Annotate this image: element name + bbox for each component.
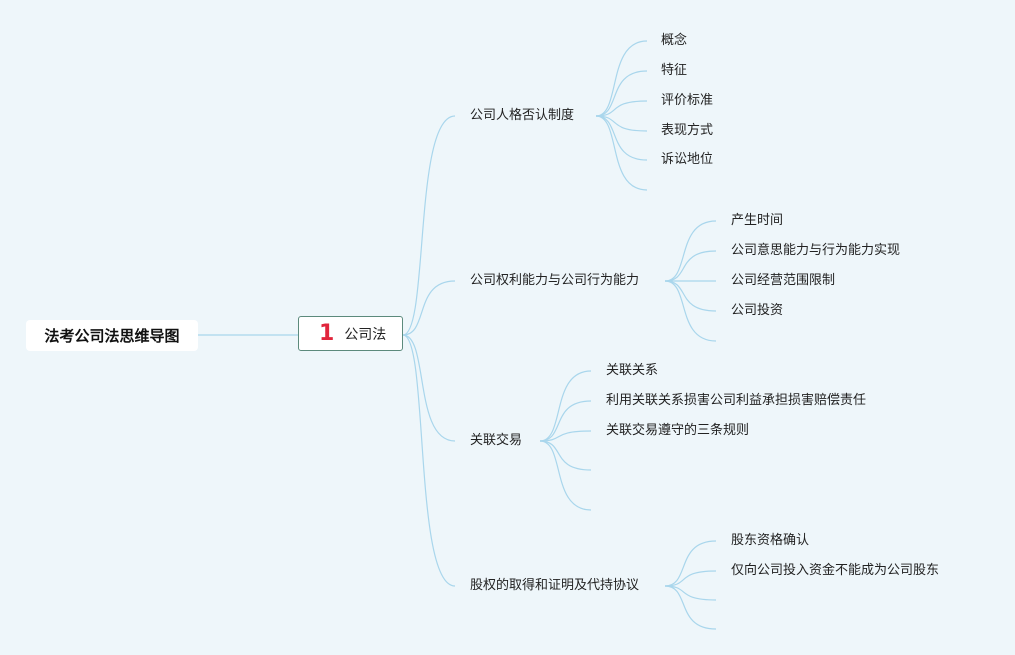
connector-main-branch-0 [402, 115, 456, 336]
subtopic-0-4[interactable]: 诉讼地位 [661, 152, 714, 167]
connector-branch-2-child-4 [539, 440, 592, 511]
connector-branch-1-child-4 [664, 280, 717, 342]
branch-topic-0[interactable]: 公司人格否认制度 [470, 108, 575, 123]
subtopic-2-0[interactable]: 关联关系 [606, 363, 659, 378]
subtopic-1-3[interactable]: 公司投资 [731, 303, 784, 318]
branch-topic-3[interactable]: 股权的取得和证明及代持协议 [470, 578, 640, 593]
subtopic-2-1[interactable]: 利用关联关系损害公司利益承担损害赔偿责任 [606, 393, 867, 408]
connector-branch-3-child-0 [664, 540, 717, 587]
branch-topic-1[interactable]: 公司权利能力与公司行为能力 [470, 273, 640, 288]
connector-branch-3-child-2 [664, 585, 717, 601]
connector-branch-2-child-2 [539, 430, 592, 442]
root-topic[interactable]: 法考公司法思维导图 [26, 320, 198, 351]
connector-branch-3-child-3 [664, 585, 717, 630]
subtopic-2-2[interactable]: 关联交易遵守的三条规则 [606, 423, 750, 438]
subtopic-0-3[interactable]: 表现方式 [661, 123, 714, 138]
subtopic-1-2[interactable]: 公司经营范围限制 [731, 273, 836, 288]
subtopic-3-1[interactable]: 仅向公司投入资金不能成为公司股东 [731, 563, 940, 578]
connector-branch-2-child-0 [539, 370, 592, 442]
connector-branch-0-child-0 [595, 40, 648, 117]
main-topic[interactable]: 1 公司法 [298, 316, 403, 351]
connector-branch-3-child-1 [664, 570, 717, 587]
connector-branch-0-child-2 [595, 100, 648, 117]
main-topic-label: 公司法 [344, 326, 387, 343]
connector-main-branch-2 [402, 334, 456, 442]
number-one-icon: 1 [319, 320, 335, 346]
subtopic-0-0[interactable]: 概念 [661, 33, 688, 48]
connector-main-branch-3 [402, 334, 456, 587]
subtopic-1-0[interactable]: 产生时间 [731, 213, 784, 228]
subtopic-0-1[interactable]: 特征 [661, 63, 688, 78]
connector-branch-0-child-4 [595, 115, 648, 161]
subtopic-3-0[interactable]: 股东资格确认 [731, 533, 810, 548]
connector-branch-1-child-3 [664, 280, 717, 312]
connector-branch-0-child-3 [595, 115, 648, 132]
branch-topic-2[interactable]: 关联交易 [470, 433, 523, 448]
connector-branch-2-child-1 [539, 400, 592, 442]
connector-branch-1-child-1 [664, 250, 717, 282]
subtopic-0-2[interactable]: 评价标准 [661, 93, 714, 108]
connector-main-branch-1 [402, 280, 456, 336]
connector-branch-2-child-3 [539, 440, 592, 471]
connector-branch-0-child-1 [595, 70, 648, 117]
connector-branch-1-child-0 [664, 220, 717, 282]
connector-branch-0-child-5 [595, 115, 648, 191]
subtopic-1-1[interactable]: 公司意思能力与行为能力实现 [731, 243, 901, 258]
